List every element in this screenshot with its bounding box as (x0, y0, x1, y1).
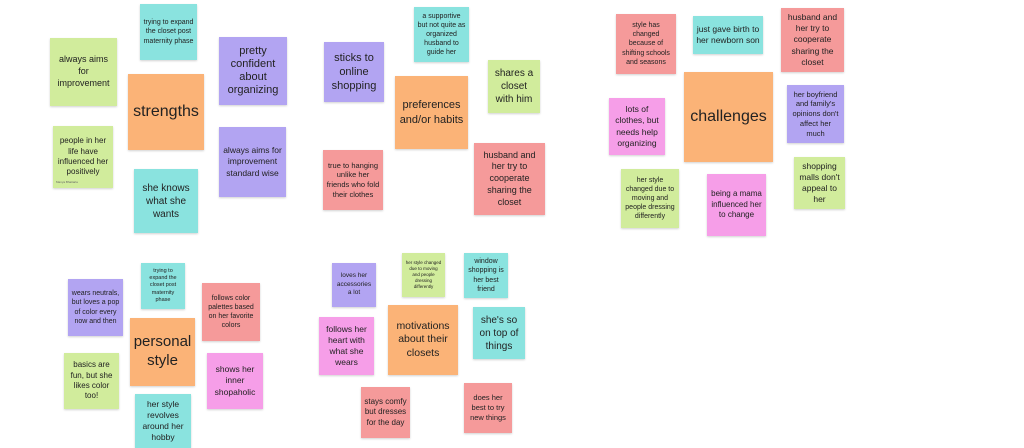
sticky-note-text: trying to expand the closet post materni… (143, 19, 194, 45)
sticky-note-text: stays comfy but dresses for the day (364, 396, 407, 427)
sticky-note-text: follows color palettes based on her favo… (208, 294, 254, 330)
sticky-note[interactable]: sticks to online shopping (324, 42, 384, 102)
sticky-note-text: style has changed because of shifting sc… (622, 22, 670, 66)
sticky-note-text: window shopping is her best friend (468, 258, 504, 293)
sticky-note-text: pretty confident about organizing (227, 44, 279, 97)
sticky-note[interactable]: follows her heart with what she wears (319, 317, 374, 375)
sticky-note[interactable]: her style revolves around her hobby (135, 394, 191, 448)
sticky-note-text: always aims for improvement (57, 54, 110, 88)
sticky-note[interactable]: pretty confident about organizing (219, 37, 287, 105)
sticky-note[interactable]: people in her life have influenced her p… (53, 126, 113, 188)
sticky-note-text: being a mama influenced her to change (711, 189, 762, 220)
sticky-note[interactable]: true to hanging unlike her friends who f… (323, 150, 383, 210)
sticky-note[interactable]: stays comfy but dresses for the day (361, 387, 410, 438)
sticky-note[interactable]: husband and her try to cooperate sharing… (781, 8, 844, 72)
sticky-note[interactable]: trying to expand the closet post materni… (140, 4, 197, 60)
sticky-note-text: sticks to online shopping (331, 51, 377, 93)
sticky-note[interactable]: always aims for improvement (50, 38, 117, 106)
sticky-note[interactable]: a supportive but not quite as organized … (414, 7, 469, 62)
category-title-preferences[interactable]: preferences and/or habits (395, 76, 468, 149)
sticky-note-text: trying to expand the closet post materni… (149, 268, 177, 303)
sticky-note-text: her boyfriend and family's opinions don'… (792, 89, 839, 138)
sticky-note[interactable]: basics are fun, but she likes color too! (64, 353, 119, 409)
sticky-note-text: challenges (690, 108, 767, 125)
sticky-note-text: motivations about their closets (396, 319, 450, 359)
category-title-personal-style[interactable]: personal style (130, 318, 195, 386)
signature: Manya Bhattaria (56, 180, 78, 184)
sticky-note-text: true to hanging unlike her friends who f… (326, 160, 380, 199)
sticky-note-text: follows her heart with what she wears (326, 323, 367, 368)
sticky-note[interactable]: her style changed due to moving and peop… (621, 169, 679, 228)
sticky-note-text: her style changed due to moving and peop… (625, 176, 675, 221)
sticky-note-text: she knows what she wants (142, 182, 190, 220)
category-title-strengths[interactable]: strengths (128, 74, 204, 150)
sticky-note-text: strengths (133, 103, 199, 120)
sticky-note[interactable]: shows her inner shopaholic (207, 353, 263, 409)
sticky-note-text: people in her life have influenced her p… (57, 136, 109, 177)
sticky-note-text: her style revolves around her hobby (142, 398, 184, 443)
sticky-note-text: preferences and/or habits (399, 99, 464, 126)
sticky-note-text: always aims for improvement standard wis… (223, 145, 282, 178)
sticky-note[interactable]: wears neutrals, but loves a pop of color… (68, 279, 123, 336)
sticky-note[interactable]: style has changed because of shifting sc… (616, 14, 676, 74)
sticky-note-text: husband and her try to cooperate sharing… (787, 12, 838, 67)
sticky-note-text: does her best to try new things (470, 393, 506, 422)
sticky-note[interactable]: she's so on top of things (473, 307, 525, 359)
category-title-motivations[interactable]: motivations about their closets (388, 305, 458, 375)
sticky-note[interactable]: her boyfriend and family's opinions don'… (787, 85, 844, 143)
sticky-note[interactable]: window shopping is her best friend (464, 253, 508, 298)
sticky-note[interactable]: trying to expand the closet post materni… (141, 263, 185, 309)
sticky-note[interactable]: husband and her try to cooperate sharing… (474, 143, 545, 215)
sticky-note[interactable]: always aims for improvement standard wis… (219, 127, 286, 197)
sticky-note-text: basics are fun, but she likes color too! (70, 360, 113, 401)
sticky-note[interactable]: just gave birth to her newborn son (693, 16, 763, 54)
sticky-note[interactable]: she knows what she wants (134, 169, 198, 233)
sticky-note-text: just gave birth to her newborn son (696, 23, 760, 45)
sticky-note-text: husband and her try to cooperate sharing… (483, 149, 536, 207)
sticky-note-text: shares a closet with him (494, 68, 534, 105)
sticky-note[interactable]: shares a closet with him (488, 60, 540, 113)
sticky-note[interactable]: her style changed due to moving and peop… (402, 253, 445, 297)
sticky-note-text: she's so on top of things (479, 314, 519, 352)
category-title-challenges[interactable]: challenges (684, 72, 773, 162)
sticky-note[interactable]: loves her accessories a lot (332, 263, 376, 307)
sticky-note[interactable]: lots of clothes, but needs help organizi… (609, 98, 665, 155)
sticky-note[interactable]: being a mama influenced her to change (707, 174, 766, 236)
sticky-note[interactable]: does her best to try new things (464, 383, 512, 433)
sticky-note-text: shows her inner shopaholic (214, 364, 256, 397)
sticky-note[interactable]: follows color palettes based on her favo… (202, 283, 260, 341)
sticky-note-text: personal style (133, 333, 192, 369)
sticky-note-text: her style changed due to moving and peop… (405, 260, 442, 289)
sticky-note-text: wears neutrals, but loves a pop of color… (71, 290, 120, 325)
sticky-note-text: shopping malls don't appeal to her (799, 160, 840, 205)
sticky-note[interactable]: shopping malls don't appeal to her (794, 157, 845, 209)
sticky-note-text: loves her accessories a lot (336, 272, 372, 297)
sticky-note-text: a supportive but not quite as organized … (417, 12, 466, 57)
sticky-note-text: lots of clothes, but needs help organizi… (615, 104, 659, 148)
